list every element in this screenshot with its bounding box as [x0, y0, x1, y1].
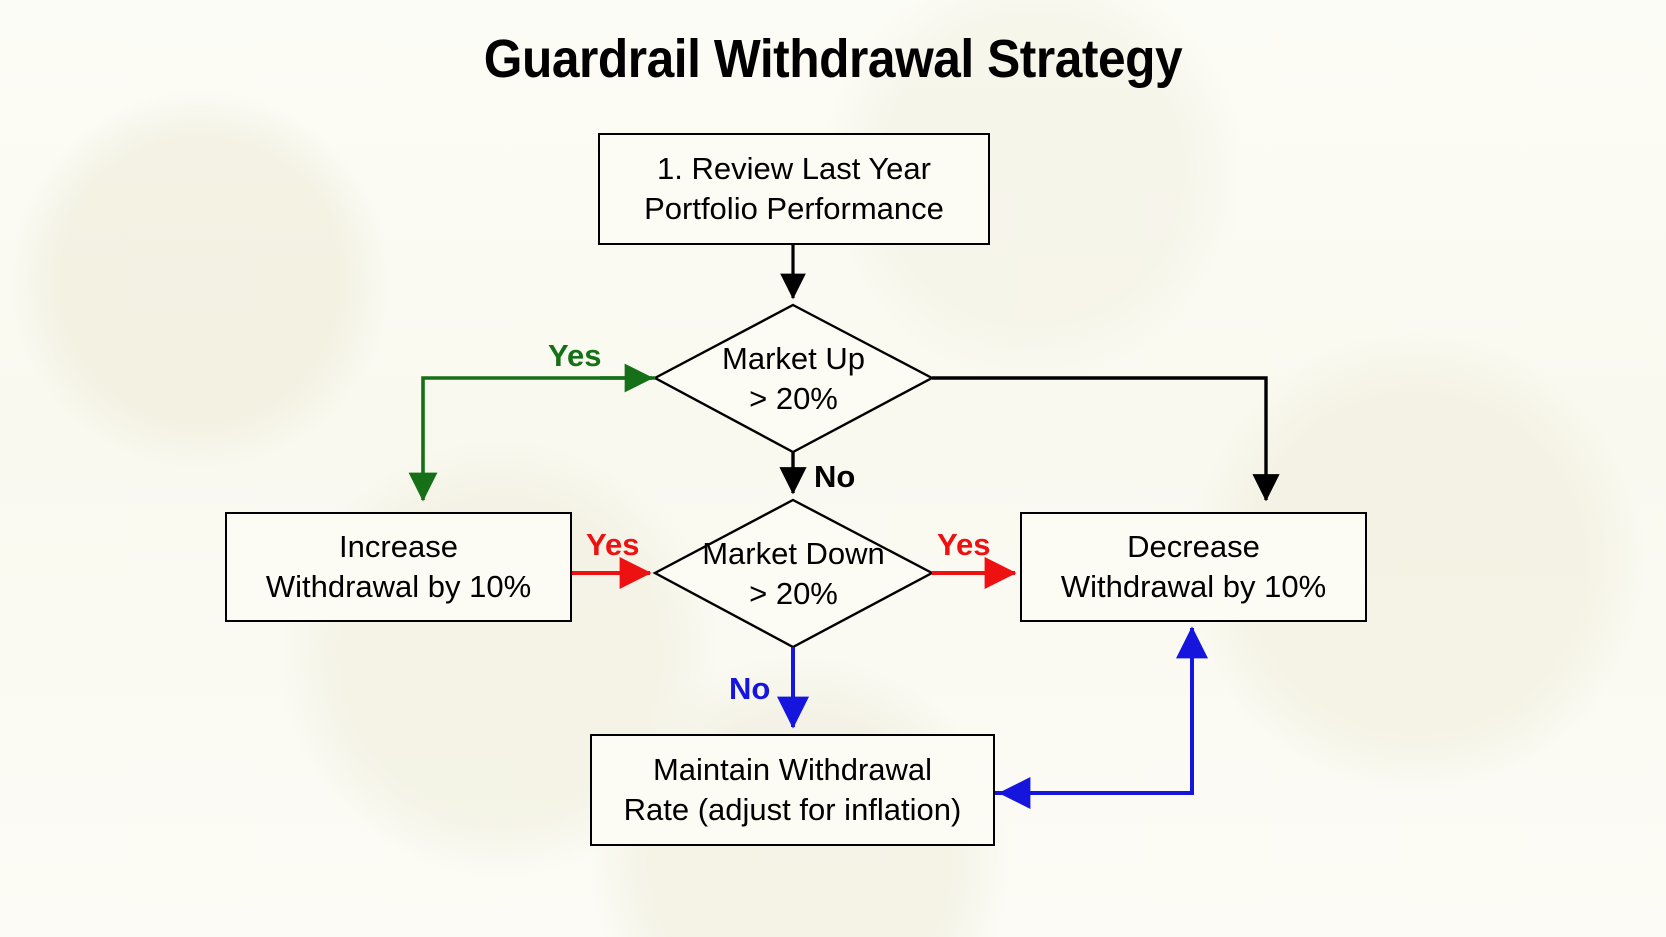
- edge-label-market-down-yes-right: Yes: [937, 527, 991, 562]
- edge-maintain-to-decrease-return: [995, 626, 1208, 795]
- edge-market-up-yes-to-increase: [408, 376, 655, 502]
- node-increase-line-2: Withdrawal by 10%: [265, 569, 532, 604]
- node-decrease-withdrawal[interactable]: Decrease Withdrawal by 10%: [1020, 512, 1367, 622]
- node-maintain-line-2: Rate (adjust for inflation): [623, 792, 962, 827]
- node-maintain-line-1: Maintain Withdrawal: [652, 752, 933, 788]
- node-maintain-withdrawal[interactable]: Maintain Withdrawal Rate (adjust for inf…: [590, 734, 995, 846]
- edge-market-up-to-decrease: [932, 376, 1280, 502]
- edge-label-market-up-yes: Yes: [548, 338, 602, 373]
- page-title: Guardrail Withdrawal Strategy: [483, 29, 1183, 89]
- node-decrease-line-1: Decrease: [1127, 529, 1260, 565]
- node-increase-withdrawal[interactable]: Increase Withdrawal by 10%: [225, 512, 572, 622]
- decision-shape-market-down: [652, 498, 935, 649]
- node-decrease-line-2: Withdrawal by 10%: [1060, 569, 1327, 604]
- edge-label-market-up-no: No: [814, 459, 856, 494]
- edge-label-market-down-no: No: [729, 671, 771, 706]
- node-increase-line-1: Increase: [339, 529, 458, 565]
- node-review-line-1: 1. Review Last Year: [656, 151, 931, 187]
- node-review-last-year[interactable]: 1. Review Last Year Portfolio Performanc…: [598, 133, 990, 245]
- node-review-line-2: Portfolio Performance: [644, 191, 944, 226]
- decision-shape-market-up: [652, 303, 935, 454]
- edge-label-market-down-yes-left: Yes: [586, 527, 640, 562]
